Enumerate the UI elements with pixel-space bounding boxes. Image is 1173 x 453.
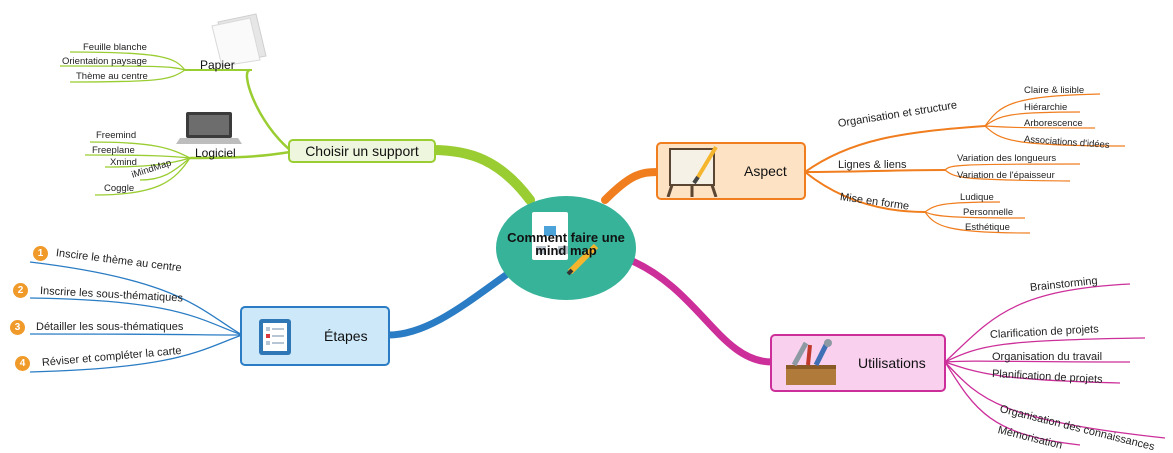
logiciel-item-2: Xmind (110, 157, 137, 168)
node-etapes[interactable]: Étapes (240, 306, 390, 366)
step-3: Détailler les sous-thématiques (36, 321, 184, 333)
node-papier[interactable]: Papier (200, 58, 235, 72)
paper-icon (211, 13, 267, 67)
aspect-group-2-item-1: Personnelle (963, 207, 1014, 218)
step-badge-4: 4 (15, 356, 30, 371)
aspect-group-2-item-2: Esthétique (965, 222, 1010, 233)
aspect-group-0-item-0: Claire & lisible (1024, 85, 1085, 96)
papier-item-0: Feuille blanche (83, 42, 147, 53)
easel-icon (666, 145, 718, 197)
center-label: Comment faire une mind map (507, 230, 625, 258)
logiciel-item-4: Coggle (104, 183, 135, 194)
aspect-group-1[interactable]: Lignes & liens (838, 159, 907, 171)
branch-utilisations (626, 256, 776, 366)
step-badge-1: 1 (33, 246, 48, 261)
branch-support (427, 145, 535, 205)
branch-etapes (384, 261, 524, 339)
branch-logiciel (189, 150, 291, 160)
node-utilisations[interactable]: Utilisations (770, 334, 946, 392)
papier-item-2: Thème au centre (76, 71, 148, 82)
node-aspect[interactable]: Aspect (656, 142, 806, 200)
step-badge-2: 2 (13, 283, 28, 298)
branch-papier (245, 68, 291, 151)
node-support[interactable]: Choisir un support (288, 139, 436, 163)
toolbox-icon (786, 339, 836, 385)
aspect-group-1-item-1: Variation de l'épaisseur (957, 170, 1055, 181)
checklist-icon (259, 319, 291, 355)
node-logiciel[interactable]: Logiciel (195, 146, 236, 160)
aspect-group-2-item-0: Ludique (960, 192, 994, 203)
laptop-icon (176, 112, 242, 144)
papier-item-1: Orientation paysage (62, 56, 148, 67)
aspect-group-1-item-0: Variation des longueurs (957, 153, 1057, 164)
aspect-group-0-item-2: Arborescence (1024, 118, 1083, 129)
logiciel-item-1: Freeplane (92, 145, 135, 156)
logiciel-item-0: Freemind (96, 130, 137, 141)
branch-aspect (601, 168, 662, 204)
aspect-group-0-item-1: Hiérarchie (1024, 102, 1068, 113)
center-node (496, 196, 636, 300)
step-badge-3: 3 (10, 320, 25, 335)
utilisation-item-2: Organisation du travail (992, 351, 1103, 363)
